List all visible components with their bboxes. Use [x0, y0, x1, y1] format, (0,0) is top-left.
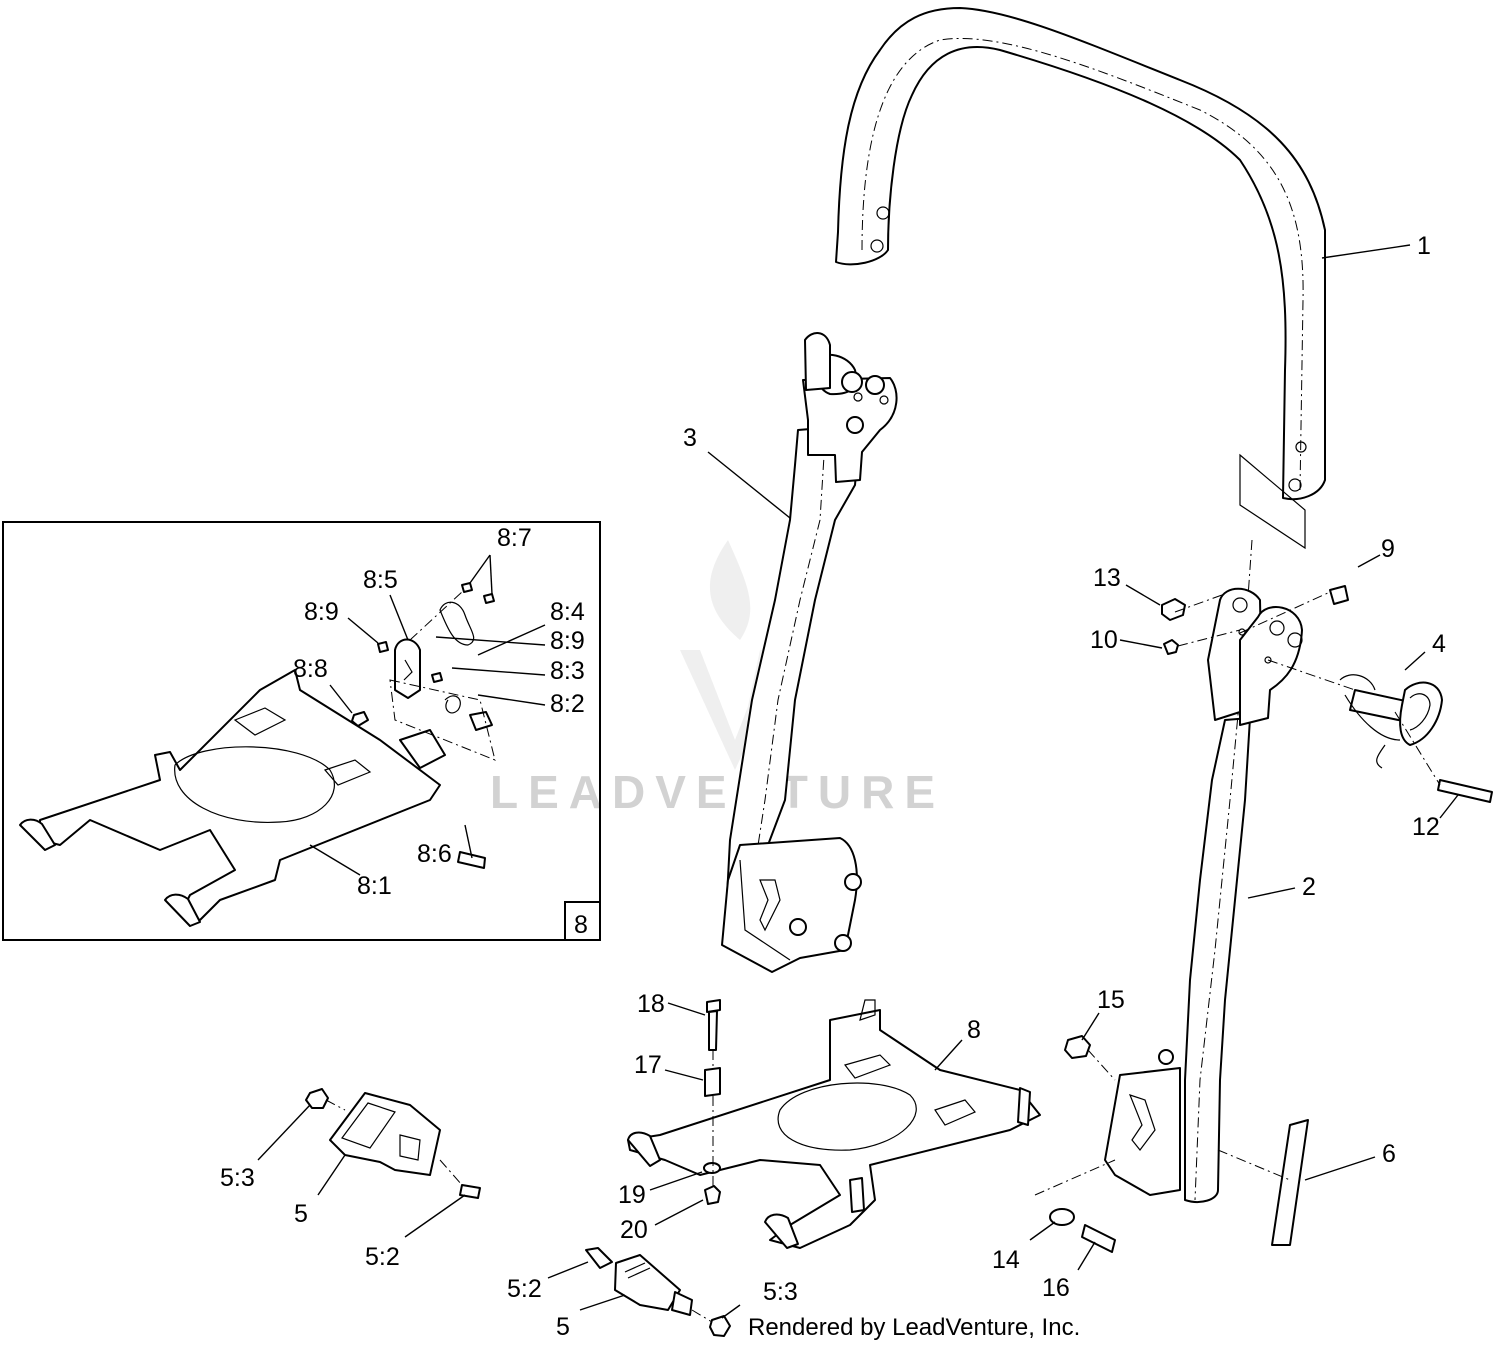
callout-8-5: 8:5	[363, 566, 398, 594]
leader-lines	[257, 244, 1459, 1319]
callout-3: 3	[683, 424, 697, 452]
part-8-base-plate	[627, 999, 1041, 1249]
part-left-upright	[721, 332, 898, 973]
part-5-buckle-upper	[305, 1088, 481, 1199]
callout-14: 14	[992, 1246, 1020, 1274]
callout-1: 1	[1417, 232, 1431, 260]
callout-8-2: 8:2	[550, 690, 585, 718]
part-9-nut	[1329, 585, 1349, 605]
inset-detail-8	[2, 521, 601, 941]
callout-5-3-latch: 5:3	[763, 1278, 798, 1306]
callout-2: 2	[1302, 873, 1316, 901]
callout-20: 20	[620, 1216, 648, 1244]
callout-8-1: 8:1	[357, 872, 392, 900]
part-12-bolt	[1437, 779, 1493, 803]
callout-5-2-latch: 5:2	[507, 1275, 542, 1303]
part-rollbar-top-hoop	[835, 7, 1326, 550]
callout-17: 17	[634, 1051, 662, 1079]
part-5-latch-lower	[585, 1247, 731, 1337]
render-credit: Rendered by LeadVenture, Inc.	[748, 1314, 1080, 1341]
part-18-bolt	[708, 1010, 718, 1051]
part-20-nut	[704, 1185, 721, 1205]
callout-8-7: 8:7	[497, 524, 532, 552]
callout-8-9-right: 8:9	[550, 627, 585, 655]
callout-8-8: 8:8	[293, 655, 328, 683]
callout-9: 9	[1381, 535, 1395, 563]
callout-5-latch: 5	[556, 1313, 570, 1341]
part-15-nut	[1064, 1035, 1091, 1059]
part-right-upright	[1104, 539, 1303, 1203]
hardware-base-plate	[703, 999, 721, 1205]
callout-4: 4	[1432, 630, 1446, 658]
callout-8-main: 8	[967, 1016, 981, 1044]
inset-label-box	[564, 901, 601, 941]
callout-19: 19	[618, 1181, 646, 1209]
callout-15: 15	[1097, 986, 1125, 1014]
hardware-upper	[1161, 585, 1493, 803]
hardware-lower-right	[1034, 1035, 1116, 1253]
part-16-bolt	[1081, 1224, 1116, 1253]
watermark-text: LEADVENTURE	[490, 766, 945, 818]
callout-8-4: 8:4	[550, 598, 585, 626]
part-6-decal	[1271, 1119, 1309, 1246]
part-19-washer	[703, 1162, 721, 1174]
callout-8-9-left: 8:9	[304, 598, 339, 626]
callout-12: 12	[1412, 813, 1440, 841]
callout-5-2-buckle: 5:2	[365, 1243, 400, 1271]
callout-8-6: 8:6	[417, 840, 452, 868]
part-14-washer	[1049, 1208, 1075, 1226]
callout-8-3: 8:3	[550, 657, 585, 685]
callout-labels: 1 2 3 4 5 5 5:2 5:2 5:3 5:3 6 8 8:1 8:2 …	[220, 232, 1446, 1341]
callout-5-buckle: 5	[294, 1200, 308, 1228]
callout-16: 16	[1042, 1274, 1070, 1302]
callout-10: 10	[1090, 626, 1118, 654]
inset-frame	[2, 521, 601, 941]
part-hitch-pin	[1339, 674, 1443, 769]
part-17-spacer	[704, 1067, 721, 1097]
part-10-nut	[1163, 639, 1179, 655]
callout-5-3-buckle: 5:3	[220, 1164, 255, 1192]
callout-18: 18	[637, 990, 665, 1018]
part-18-bolt-head	[706, 999, 721, 1013]
part-13-nut	[1161, 598, 1186, 621]
callout-6: 6	[1382, 1140, 1396, 1168]
callout-13: 13	[1093, 564, 1121, 592]
inset-label: 8	[574, 911, 588, 939]
